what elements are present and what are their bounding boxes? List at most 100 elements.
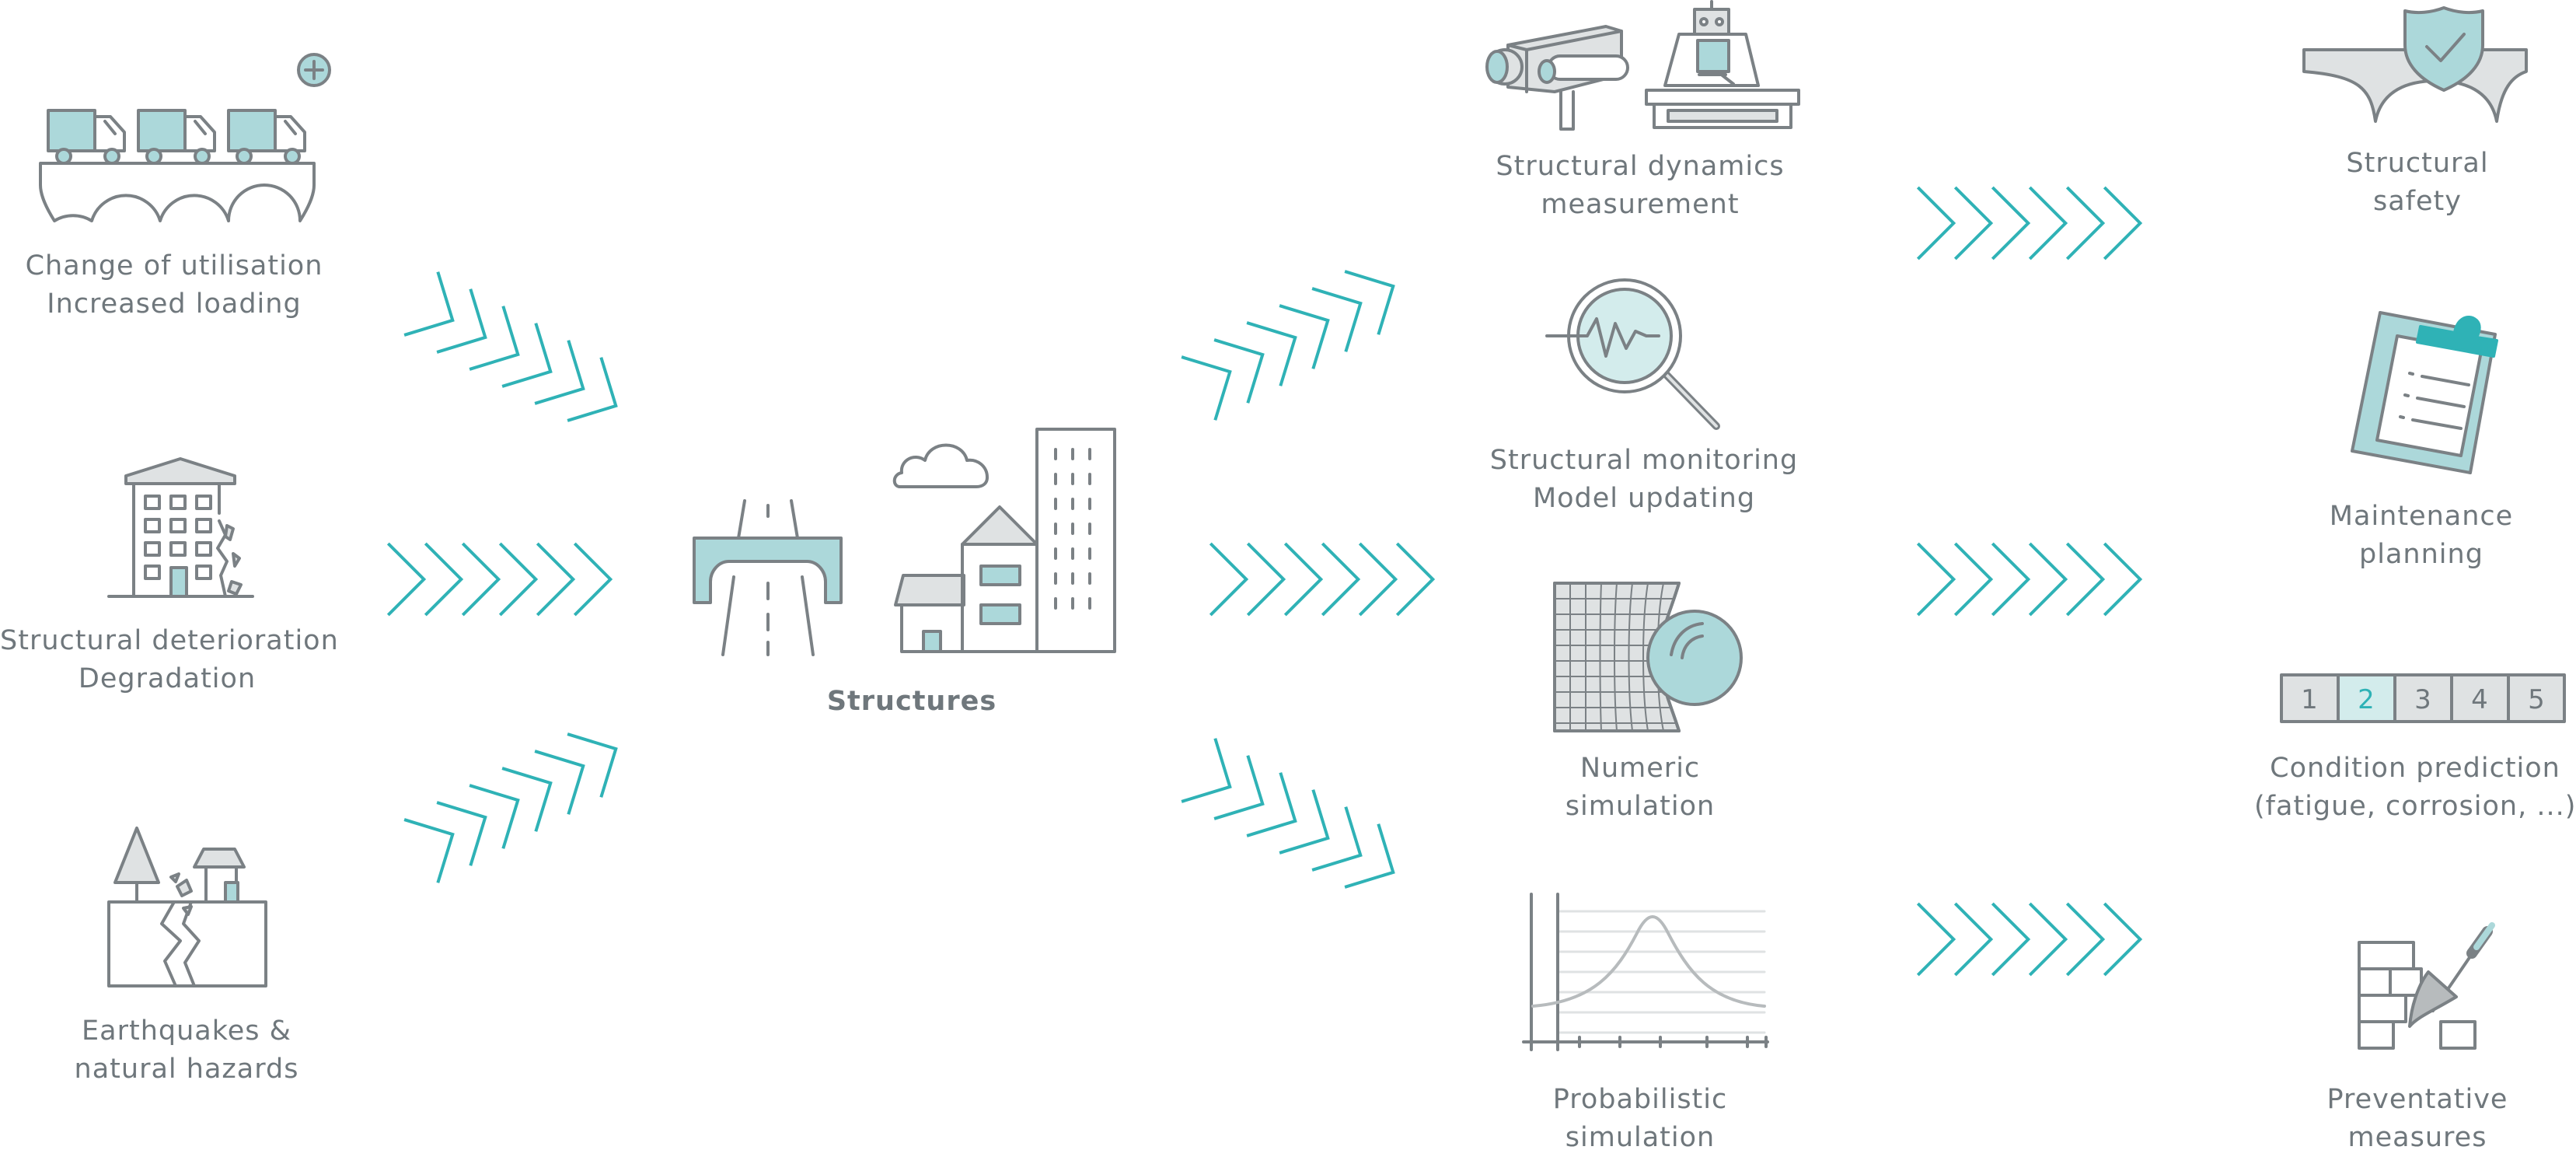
input-label-earthquakes: Earthquakes & natural hazards (31, 1012, 342, 1089)
method-label-probabilistic: Probabilistic simulation (1485, 1081, 1796, 1157)
chevron (1213, 755, 1265, 820)
chevron (1311, 806, 1363, 872)
arrow-chevrons-input-top (403, 271, 618, 422)
bridge-shield-icon (2302, 6, 2528, 123)
structures-icon (693, 428, 1116, 656)
chevron (1311, 287, 1363, 352)
chevron (567, 732, 618, 798)
chevron (1953, 902, 1994, 977)
outcome-line2: (fatigue, corrosion, ...) (2254, 791, 2576, 822)
chevron (403, 271, 455, 337)
chevron (498, 542, 539, 617)
chevron (469, 306, 520, 371)
chevron (1991, 902, 2031, 977)
magnifier-signal-icon (1545, 278, 1720, 430)
input-line1: Structural deterioration (0, 625, 339, 656)
chevron (2065, 542, 2106, 617)
outcome-line1: Preventative (2326, 1084, 2508, 1115)
rating-number: 4 (2471, 684, 2488, 715)
chevron (2065, 186, 2106, 260)
probability-curve-icon (1522, 893, 1769, 1051)
chevron (1395, 542, 1436, 617)
chevron (534, 750, 585, 815)
clipboard-icon (2351, 311, 2498, 474)
chevron (436, 801, 487, 866)
method-line2: Model updating (1532, 483, 1756, 514)
arrow-chevrons-result-top (1916, 186, 2143, 260)
chevron (1283, 542, 1324, 617)
dynamics-measurement-icon (1485, 0, 1800, 131)
arrow-chevrons-output-middle (1209, 542, 1436, 617)
outcome-line1: Condition prediction (2270, 753, 2560, 784)
truck-icon (47, 109, 126, 165)
method-line2: measurement (1541, 189, 1740, 220)
outcome-label-maintenance: Maintenance planning (2266, 498, 2576, 574)
chevron (501, 323, 553, 388)
bridge-trucks-icon (39, 53, 331, 222)
chevron (1321, 542, 1361, 617)
method-line1: Probabilistic (1552, 1084, 1728, 1115)
outcome-label-condition: Condition prediction (fatigue, corrosion… (2254, 750, 2576, 826)
truck-icon (137, 109, 216, 165)
input-line2: natural hazards (74, 1054, 299, 1085)
chevron (536, 542, 576, 617)
rating-number: 2 (2358, 684, 2375, 715)
chevron (573, 542, 613, 617)
input-line1: Change of utilisation (25, 250, 323, 281)
input-label-utilisation: Change of utilisation Increased loading (19, 247, 330, 323)
arrow-chevrons-output-top (1181, 270, 1395, 421)
chevron (1953, 186, 1994, 260)
chevron (1246, 772, 1297, 837)
rating-scale-icon (2280, 673, 2566, 723)
chevron (1358, 542, 1398, 617)
center-line: Structures (826, 686, 997, 717)
chevron (461, 542, 501, 617)
input-label-deterioration: Structural deterioration Degradation (0, 622, 339, 698)
outcome-line2: measures (2347, 1122, 2487, 1153)
arrow-chevrons-input-bottom (403, 732, 618, 883)
chevron (2103, 902, 2143, 977)
chevron (534, 340, 585, 405)
outcome-label-safety: Structural safety (2262, 145, 2573, 221)
method-line1: Structural dynamics (1496, 151, 1785, 182)
input-line2: Increased loading (47, 288, 302, 320)
chevron (501, 767, 553, 832)
chevron (436, 288, 487, 354)
arrow-chevrons-result-middle (1916, 542, 2143, 617)
chevron (2103, 186, 2143, 260)
chevron (1279, 789, 1330, 855)
chevron (403, 818, 455, 883)
chevron (2028, 902, 2068, 977)
chevron (567, 357, 618, 422)
outcome-line1: Structural (2346, 148, 2489, 179)
arrow-chevrons-input-middle (386, 542, 613, 617)
mesh-simulation-icon (1553, 582, 1743, 732)
method-label-dynamics: Structural dynamics measurement (1485, 148, 1796, 224)
chevron (2065, 902, 2106, 977)
method-line1: Numeric (1579, 753, 1701, 784)
input-line1: Earthquakes & (82, 1015, 291, 1047)
chevron (2028, 542, 2068, 617)
chevron (1209, 542, 1249, 617)
chevron (1916, 542, 1956, 617)
chevron (2103, 542, 2143, 617)
chevron (1916, 902, 1956, 977)
arrow-chevrons-result-bottom (1916, 902, 2143, 977)
chevron (1916, 186, 1956, 260)
method-label-monitoring: Structural monitoring Model updating (1481, 442, 1807, 518)
chevron (1246, 542, 1286, 617)
chevron (1213, 338, 1265, 404)
rating-number: 1 (2301, 684, 2318, 715)
input-line2: Degradation (78, 663, 257, 694)
outcome-line1: Maintenance (2329, 501, 2514, 532)
center-label-structures: Structures (746, 683, 1077, 721)
chevron (469, 784, 520, 849)
outcome-label-preventative: Preventative measures (2262, 1081, 2573, 1157)
chevron (1246, 321, 1297, 386)
chevron (1991, 542, 2031, 617)
outcome-line2: safety (2373, 186, 2462, 217)
rating-number: 5 (2528, 684, 2545, 715)
earthquake-icon (107, 827, 267, 987)
